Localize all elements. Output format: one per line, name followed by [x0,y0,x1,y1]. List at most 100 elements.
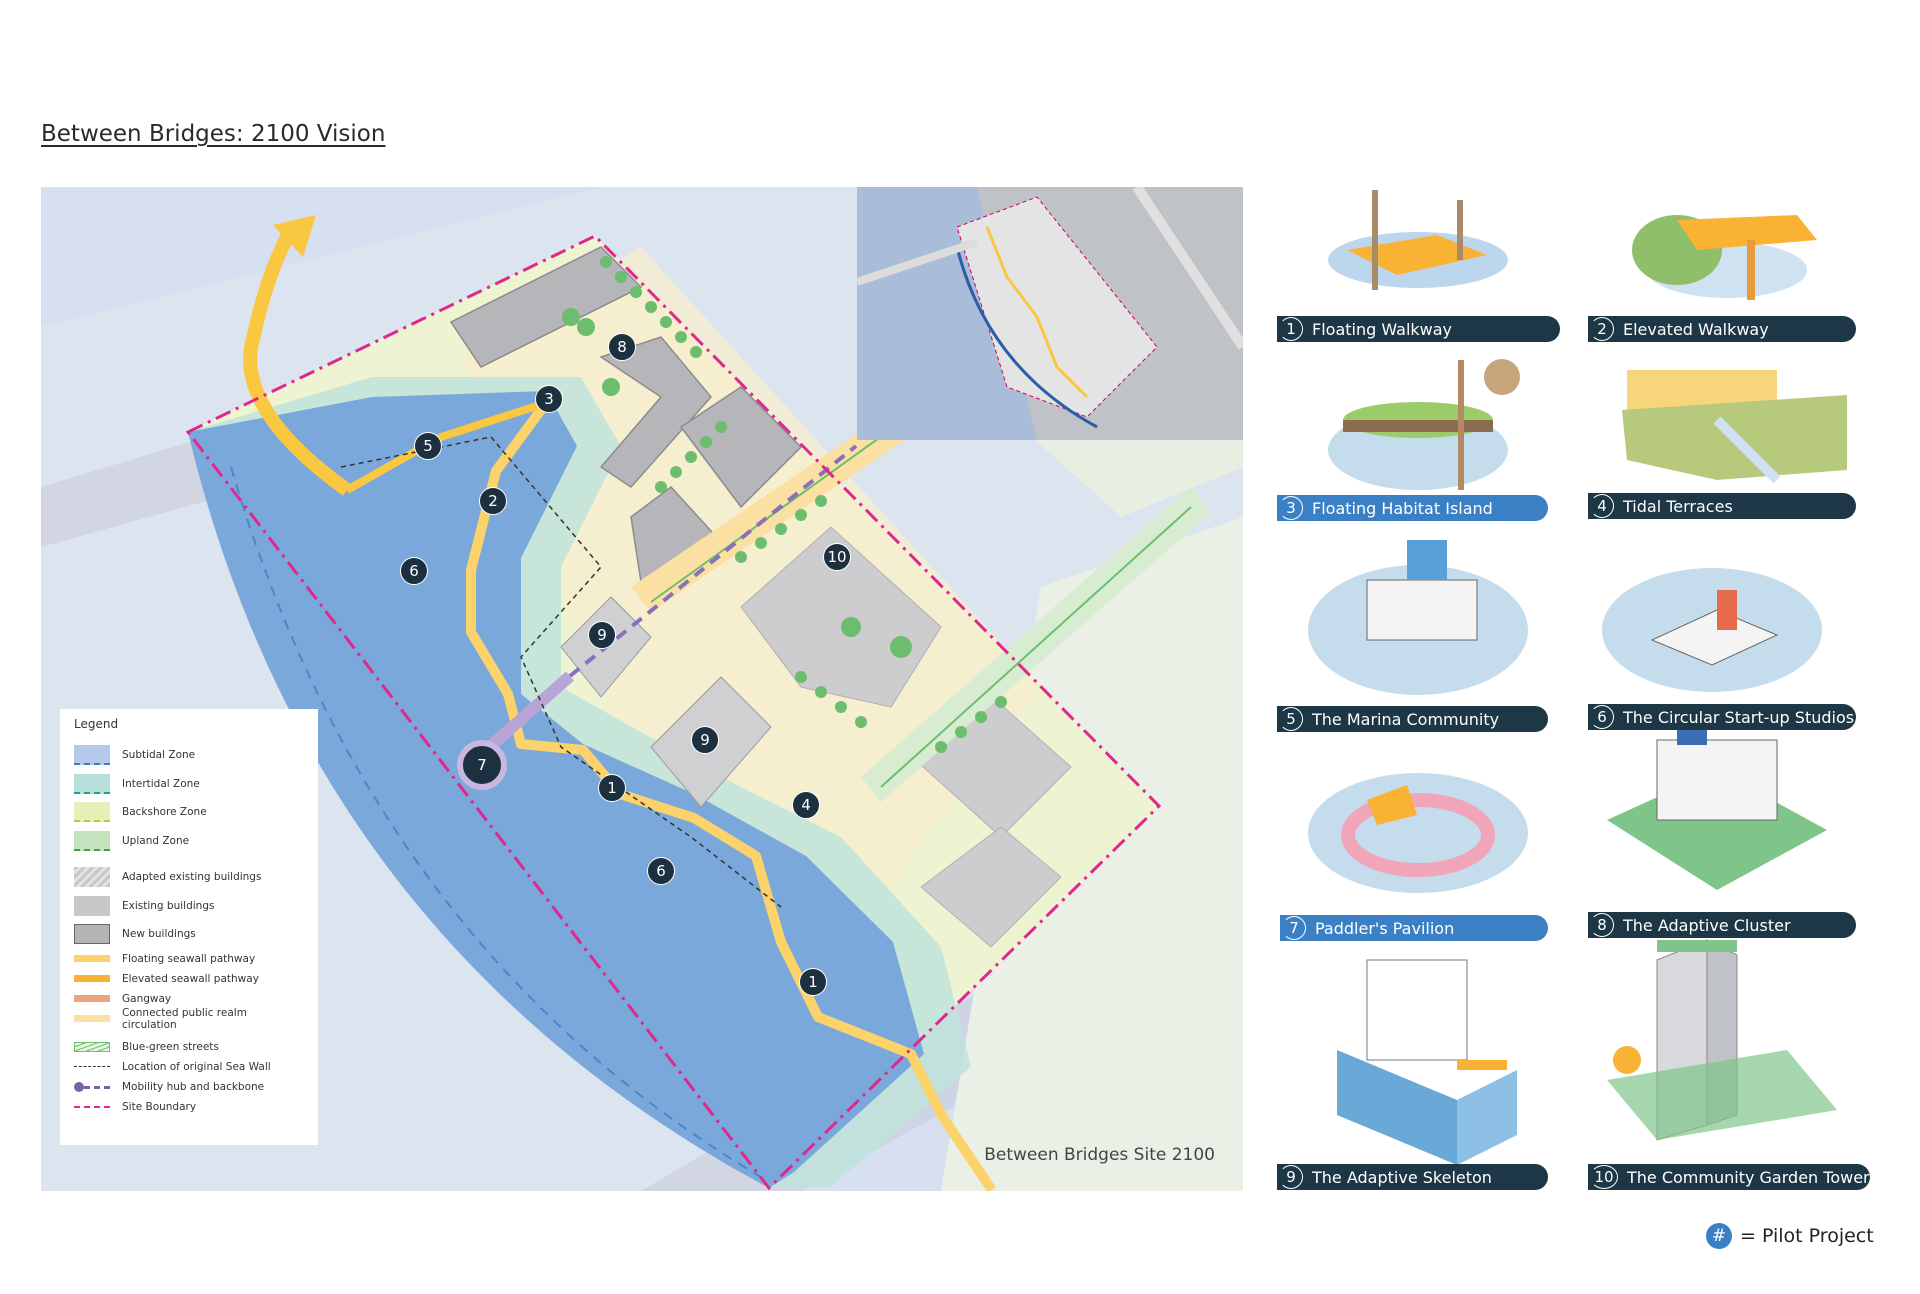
street-trees [562,256,1007,753]
legend-item: Connected public realm circulation [74,1007,304,1031]
legend-title: Legend [74,717,119,731]
legend-label: Floating seawall pathway [122,952,256,965]
circular-startup-studios-illustration [1602,568,1822,692]
legend-item: Floating seawall pathway [74,949,304,969]
page-title: Between Bridges: 2100 Vision [41,121,386,147]
project-label-3[interactable]: 3 Floating Habitat Island [1277,495,1548,521]
marina-community-illustration [1308,540,1528,695]
legend-swatch [74,773,110,794]
project-name: Elevated Walkway [1623,319,1769,339]
map-marker-5[interactable]: 5 [414,432,442,460]
elevated-pathway-arrow [243,225,352,496]
project-number: 3 [1279,496,1303,520]
map-marker-3[interactable]: 3 [535,385,563,413]
legend-swatch [74,1081,110,1092]
map-marker-9[interactable]: 9 [588,621,616,649]
legend-swatch [74,955,110,962]
legend-item: Site Boundary [74,1097,304,1117]
map-marker-6[interactable]: 6 [400,557,428,585]
legend-swatch [74,1105,110,1108]
legend-label: Existing buildings [122,899,215,912]
legend-item: Upland Zone [74,827,304,856]
legend-swatch [74,1041,110,1052]
project-label-2[interactable]: 2 Elevated Walkway [1588,316,1856,342]
map-marker-1[interactable]: 1 [598,774,626,802]
legend-item: Elevated seawall pathway [74,969,304,989]
legend-swatch [74,745,110,766]
project-number: 6 [1590,705,1614,729]
project-number: 5 [1279,707,1303,731]
map-marker-6[interactable]: 6 [647,857,675,885]
legend-label: Gangway [122,992,172,1005]
legend-item: Blue-green streets [74,1037,304,1057]
site-map: 8 3 5 2 6 10 9 9 7 1 4 6 1 Legend Subtid… [41,187,1243,1191]
project-label-4[interactable]: 4 Tidal Terraces [1588,493,1856,519]
project-name: Floating Habitat Island [1312,498,1493,518]
legend-label: Elevated seawall pathway [122,972,259,985]
project-name: The Adaptive Skeleton [1312,1167,1492,1187]
legend-item: New buildings [74,920,304,949]
project-number: 2 [1590,317,1614,341]
pilot-note-text: = Pilot Project [1740,1225,1874,1247]
map-marker-4[interactable]: 4 [792,791,820,819]
project-name: The Circular Start-up Studios [1623,707,1855,727]
project-name: Paddler's Pavilion [1315,918,1455,938]
legend-swatch [74,1066,110,1067]
legend-label: Subtidal Zone [122,749,196,762]
legend-swatch [74,895,110,916]
project-number: 10 [1590,1165,1618,1189]
adaptive-cluster-illustration [1607,725,1827,890]
project-label-6[interactable]: 6 The Circular Start-up Studios [1588,704,1856,730]
project-name: The Marina Community [1312,709,1500,729]
legend-label: Location of original Sea Wall [122,1060,271,1073]
legend-swatch [74,802,110,823]
floating-habitat-island-illustration [1328,359,1520,490]
legend-label: Backshore Zone [122,806,207,819]
pilot-project-key: # = Pilot Project [1706,1223,1874,1249]
project-illustrations [1308,190,1847,1165]
legend-item: Existing buildings [74,892,304,921]
map-marker-8[interactable]: 8 [608,333,636,361]
project-label-5[interactable]: 5 The Marina Community [1277,706,1548,732]
project-number: 8 [1590,913,1614,937]
legend-swatch [74,830,110,851]
legend-item: Intertidal Zone [74,770,304,799]
legend-label: Upland Zone [122,834,190,847]
map-drawing [41,187,1243,1191]
legend-item: Subtidal Zone [74,741,304,770]
legend-item: Adapted existing buildings [74,863,304,892]
legend-item: Gangway [74,989,304,1009]
adaptive-skeleton-illustration [1337,959,1517,1165]
legend-swatch [74,995,110,1002]
legend-item: Backshore Zone [74,798,304,827]
floating-walkway-illustration [1328,190,1508,290]
project-number: 9 [1279,1165,1303,1189]
pilot-marker-icon: # [1706,1223,1732,1249]
project-name: Tidal Terraces [1623,496,1733,516]
project-name: The Adaptive Cluster [1623,915,1791,935]
project-number: 4 [1590,494,1614,518]
map-marker-1[interactable]: 1 [799,968,827,996]
elevated-walkway-illustration [1632,215,1817,300]
legend-swatch [74,867,110,888]
map-marker-10[interactable]: 10 [823,543,851,571]
project-label-9[interactable]: 9 The Adaptive Skeleton [1277,1164,1548,1190]
legend-item: Mobility hub and backbone [74,1077,304,1097]
legend-label: Site Boundary [122,1100,197,1113]
map-marker-2[interactable]: 2 [479,487,507,515]
project-label-8[interactable]: 8 The Adaptive Cluster [1588,912,1856,938]
map-marker-9[interactable]: 9 [691,726,719,754]
water-subtidal [188,391,924,1188]
legend-label: Intertidal Zone [122,777,200,790]
map-marker-7-mobility-hub[interactable]: 7 [457,740,507,790]
project-number: 1 [1279,317,1303,341]
legend-label: Adapted existing buildings [122,871,262,884]
context-inset-map [857,187,1243,440]
legend-swatch [74,924,110,945]
site-boundary [185,234,1162,1191]
paddlers-pavilion-illustration [1308,773,1528,893]
